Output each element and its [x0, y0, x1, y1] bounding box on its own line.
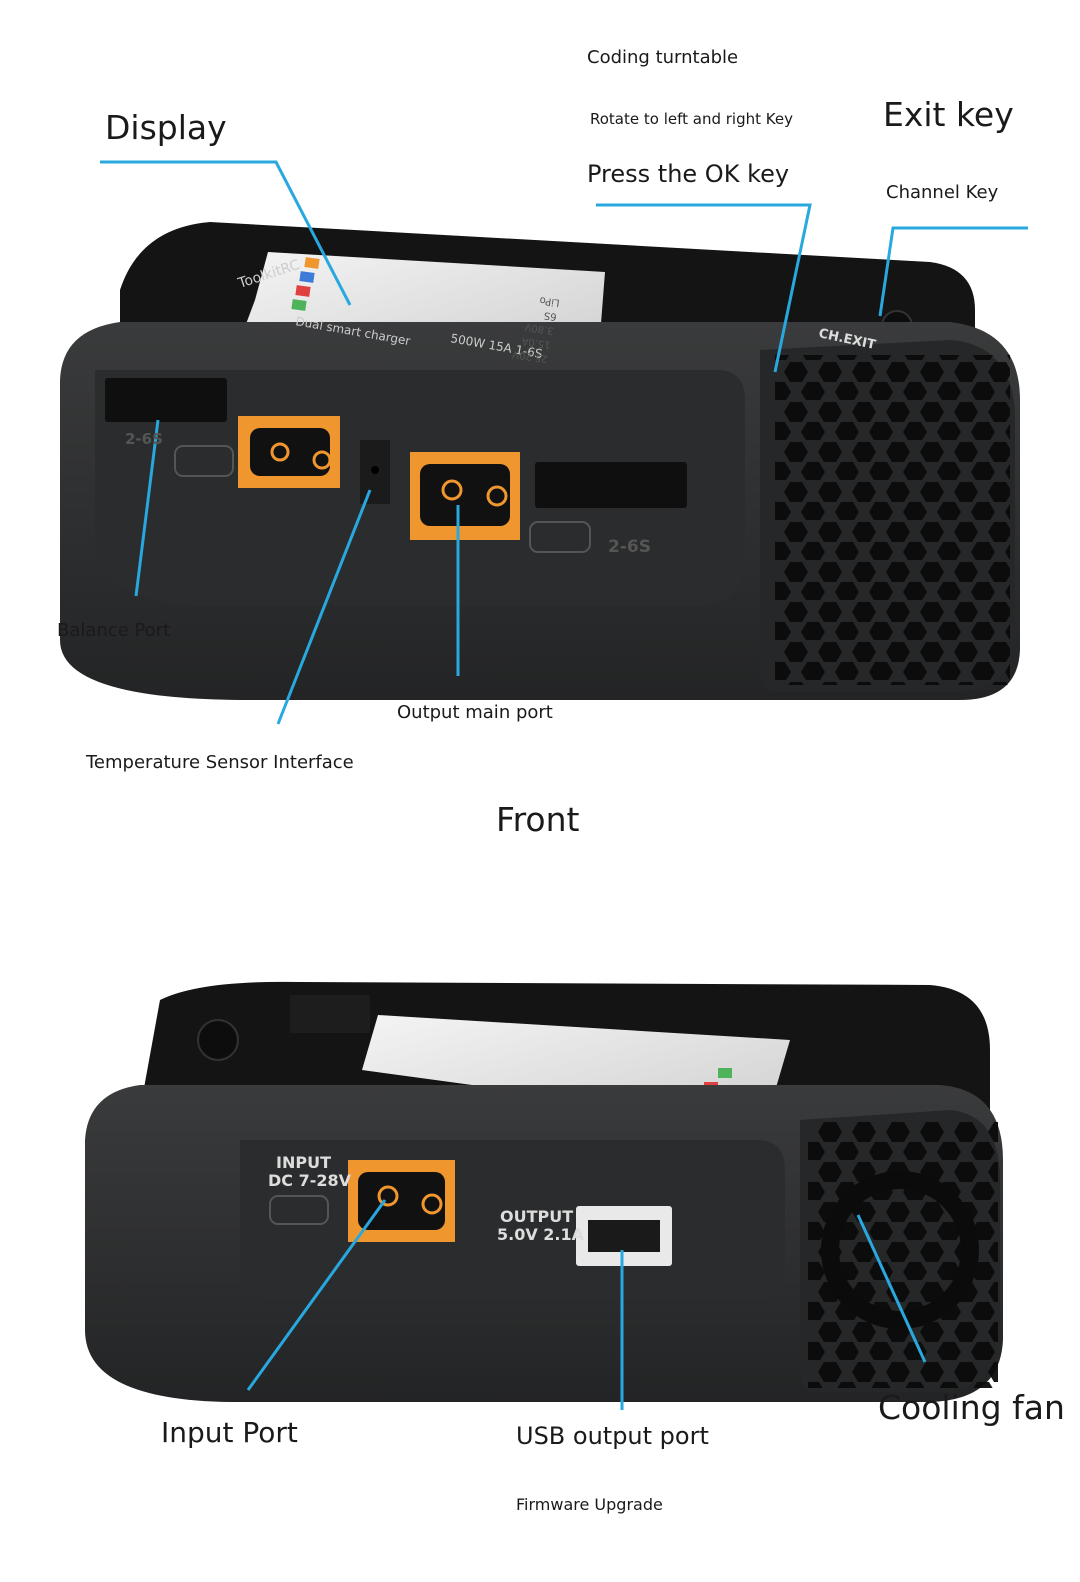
- fan-ring: [821, 1171, 979, 1329]
- screen-value: 3.80V: [524, 321, 555, 336]
- label-exit-key: Exit key: [883, 95, 1014, 134]
- balance-port-right: [535, 462, 687, 508]
- input-title: INPUT: [276, 1153, 331, 1172]
- label-press-ok: Press the OK key: [587, 160, 790, 188]
- label-display: Display: [105, 108, 227, 147]
- balance-left-label: 2-6S: [125, 430, 163, 448]
- front-device: [60, 222, 1020, 700]
- label-input-port: Input Port: [161, 1416, 298, 1449]
- balance-port-left: [105, 378, 227, 422]
- output-spec: 5.0V 2.1A: [497, 1225, 585, 1244]
- label-cooling-fan: Cooling fan: [878, 1388, 1065, 1427]
- callout-lines: [100, 160, 1028, 1410]
- screen-value: LiPo: [539, 294, 560, 308]
- label-output-main-port: Output main port: [397, 702, 553, 723]
- label-channel-key: Channel Key: [886, 182, 999, 203]
- screen-value: 15.0A: [521, 335, 552, 350]
- screen-value: 6S: [543, 309, 557, 322]
- label-firmware-upgrade: Firmware Upgrade: [516, 1495, 663, 1514]
- label-usb-output-port: USB output port: [516, 1422, 709, 1450]
- input-spec: DC 7-28V: [268, 1171, 352, 1190]
- label-temp-sensor: Temperature Sensor Interface: [86, 752, 354, 773]
- label-front: Front: [496, 800, 580, 839]
- label-rotate-keys: Rotate to left and right Key: [590, 110, 793, 128]
- output-title: OUTPUT: [500, 1207, 573, 1226]
- label-coding-turntable: Coding turntable: [587, 47, 739, 68]
- balance-right-label: 2-6S: [608, 537, 651, 557]
- label-balance-port: Balance Port: [57, 620, 171, 641]
- screen-value: 25.20V: [512, 348, 549, 364]
- back-device: [85, 981, 1003, 1402]
